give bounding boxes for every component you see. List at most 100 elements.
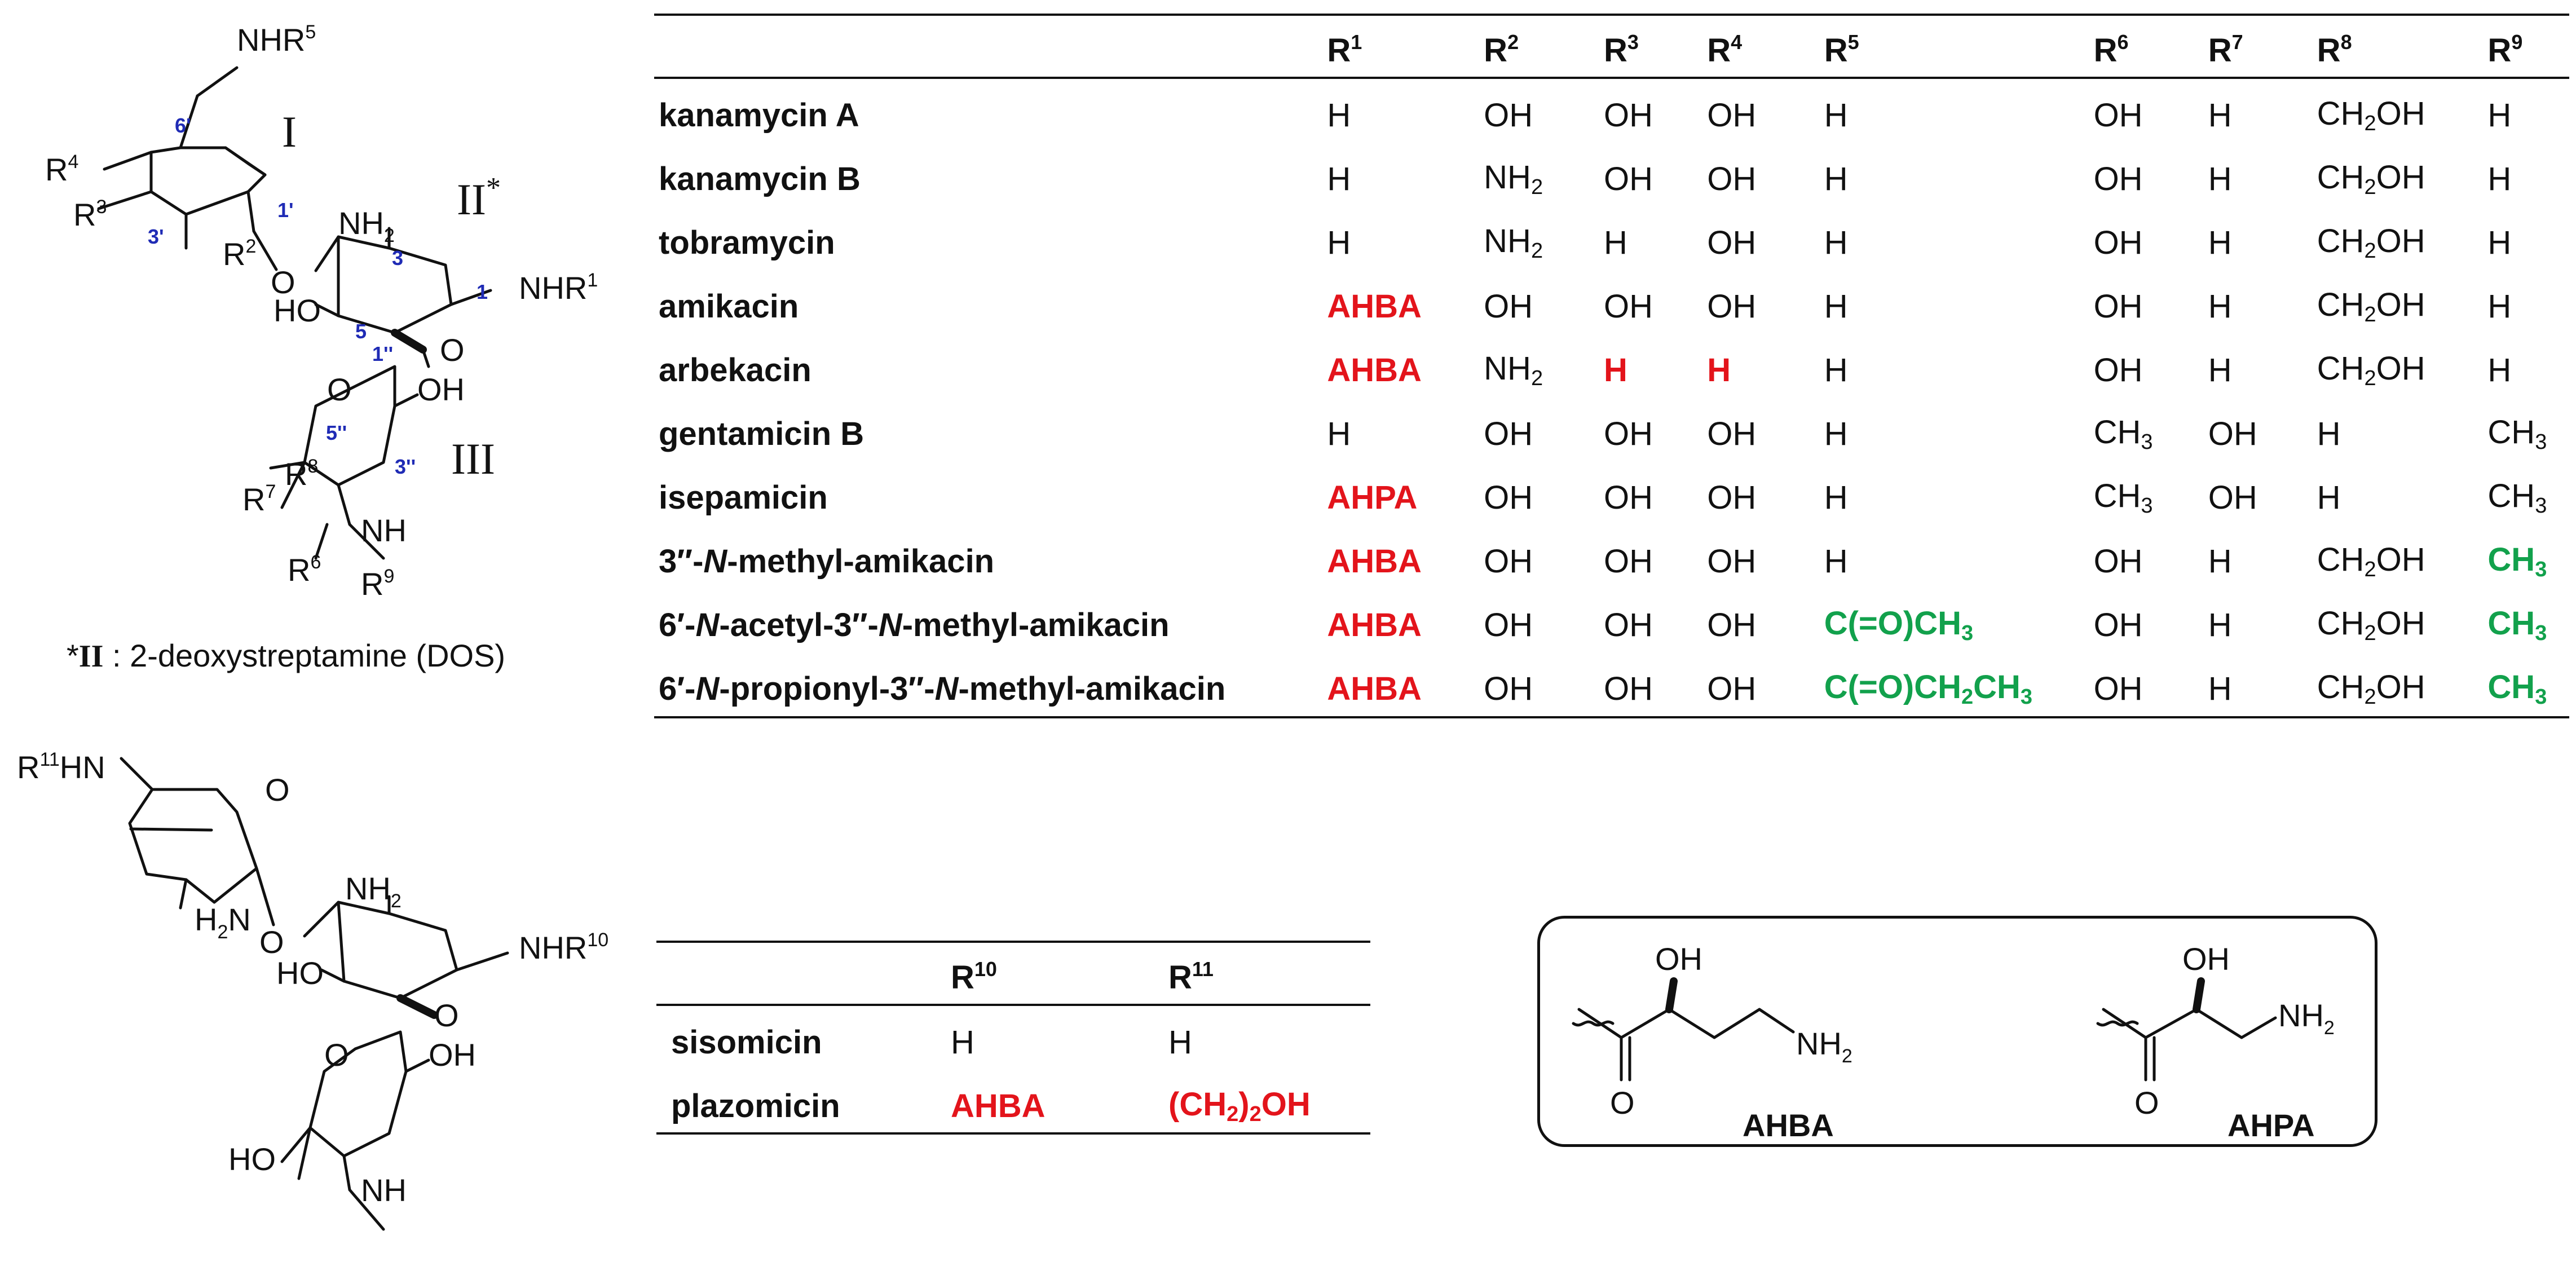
cell-r5: H [1824,543,1848,580]
cell-r4: OH [1707,416,1757,452]
main-table-top-rule [654,14,2569,16]
top-structure-diagram: NHR5 I R4 R3 R2 NH2 II* O NHR1 HO O O OH… [45,21,598,602]
atom-number-1: 1 [477,280,488,303]
cell-r8: H [2317,479,2341,516]
atom-number-3pp: 3'' [395,455,416,478]
ring-label-iii: III [451,434,495,483]
cell-r4: OH [1707,224,1757,261]
cell-r2: OH [1484,670,1533,707]
cell-r9: H [2487,288,2512,325]
cell-r1: H [1327,224,1351,261]
ring-iii [269,365,419,560]
cell-r6: OH [2093,670,2143,707]
cell-r5: H [1824,479,1848,516]
sisomicin-ring-i [120,757,275,926]
cell-r4: OH [1707,288,1757,325]
o-glycosidic-2: O [440,332,465,368]
cell-r2: NH2 [1484,350,1543,390]
r8-label: R8 [285,456,318,492]
footnote-text: : 2-deoxystreptamine (DOS) [112,638,506,673]
atom-number-1p: 1' [277,198,294,222]
cell-r2: OH [1484,479,1533,516]
cell-r7: H [2208,543,2232,580]
compound-name: amikacin [659,288,799,325]
dos-footnote: *II : 2-deoxystreptamine (DOS) [67,637,505,674]
cell-r6: OH [2093,543,2143,580]
cell-r7: OH [2208,479,2257,516]
side-chain-box [1537,916,2377,1147]
cell-r3: OH [1604,288,1653,325]
cell-r5: H [1824,161,1848,197]
nh2-label: NH2 [338,205,395,246]
cell-r6: OH [2093,288,2143,325]
cell-r9: CH3 [2487,605,2547,645]
cell-r9: CH3 [2487,478,2547,518]
cell-r8: CH2OH [2317,350,2425,390]
compound-name: 3′′-N-methyl-amikacin [659,543,995,580]
header-compound [654,16,1322,83]
side-header-r11: R11 [1168,957,1214,996]
ring-label-i: I [282,107,297,156]
cell-r7: OH [2208,416,2257,452]
side-table-top-rule [656,941,1370,943]
cell-r8: CH2OH [2317,95,2425,135]
side-header-compound [667,943,946,1011]
cell-r1: AHBA [1327,288,1422,325]
side-table-bottom-rule [656,1132,1370,1135]
cell-r5: H [1824,288,1848,325]
cell-r10: H [951,1024,974,1061]
r9-label: R9 [361,566,394,602]
cell-r1: H [1327,416,1351,452]
cell-r4: OH [1707,479,1757,516]
cell-r1: AHBA [1327,670,1422,707]
cell-r8: H [2317,416,2341,452]
cell-r1: H [1327,97,1351,134]
cell-r6: CH3 [2093,478,2153,518]
cell-r7: H [2208,224,2232,261]
cell-r7: H [2208,607,2232,643]
cell-r5: H [1824,416,1848,452]
atom-number-3: 3 [392,246,403,270]
cell-r7: H [2208,97,2232,134]
compound-name: arbekacin [659,352,811,389]
cell-r4: OH [1707,97,1757,134]
nh2-label-bottom: NH2 [345,871,402,912]
cell-r7: H [2208,288,2232,325]
cell-r1: AHBA [1327,352,1422,389]
table-row: sisomicin H H [667,1011,1365,1074]
side-header-r10: R10 [951,957,997,996]
cell-r9: H [2487,352,2512,389]
ring-label-ii: II* [457,172,501,224]
table-row: 6′-N-propionyl-3′′-N-methyl-amikacin AHB… [654,657,2576,721]
cell-r3: OH [1604,479,1653,516]
cell-r3: H [1604,352,1627,389]
sisomicin-ring-iii [280,1030,430,1231]
atom-number-5: 5 [355,320,367,343]
cell-r10: AHBA [951,1088,1046,1124]
cell-r8: CH2OH [2317,159,2425,199]
cell-r5: H [1824,224,1848,261]
substituent-table: R1 R2 R3 R4 R5 R6 R7 R8 R9 kanamycin A H… [654,16,2576,721]
header-r1: R1 [1327,30,1362,69]
cell-r5: C(=O)CH2CH3 [1824,669,2033,709]
compound-name: sisomicin [671,1024,822,1061]
nhr10-label: NHR10 [519,929,608,965]
atom-number-5pp: 5'' [326,421,347,444]
cell-r2: OH [1484,97,1533,134]
header-r7: R7 [2208,30,2243,69]
cell-r9: H [2487,161,2512,197]
cell-r3: OH [1604,416,1653,452]
cell-r8: CH2OH [2317,541,2425,581]
h2n-label: H2N [195,902,251,943]
atom-number-1pp: 1'' [372,342,393,365]
r2-label: R2 [223,236,256,272]
cell-r3: OH [1604,607,1653,643]
cell-r6: CH3 [2093,414,2153,454]
main-table-bottom-rule [654,716,2569,718]
compound-name: plazomicin [671,1088,840,1124]
